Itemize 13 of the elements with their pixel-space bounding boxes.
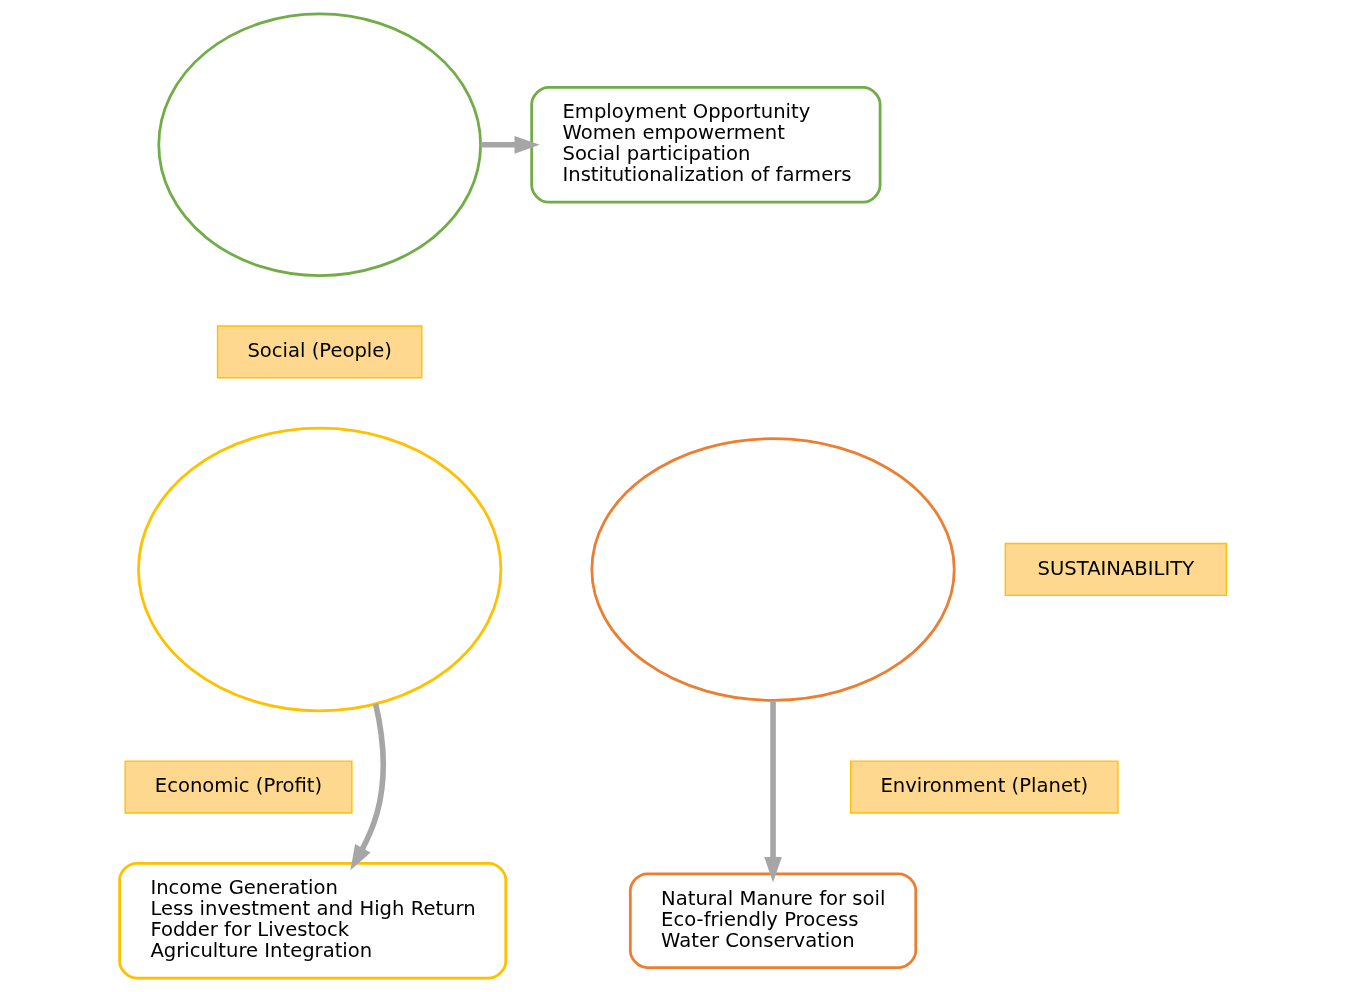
node-circle (157, 12, 482, 277)
node-box: Employment Opportunity Women empowerment Social participation Institutionalization of farmers (530, 86, 882, 204)
node-circle (590, 437, 956, 702)
node-box: Income Generation Less investment and High Return Fodder for Livestock Agriculture Integration (118, 861, 508, 980)
arrow (350, 703, 386, 871)
node-box: Natural Manure for soil Eco-friendly Process Water Conservation (628, 872, 918, 969)
node-box: Social (People) (216, 325, 423, 379)
arrow (764, 700, 782, 883)
node-box: Environment (Planet) (850, 760, 1119, 814)
arrow (480, 135, 540, 154)
node-box: SUSTAINABILITY (1004, 542, 1228, 597)
node-box: Economic (Profit) (124, 760, 353, 814)
node-circle (137, 426, 503, 713)
